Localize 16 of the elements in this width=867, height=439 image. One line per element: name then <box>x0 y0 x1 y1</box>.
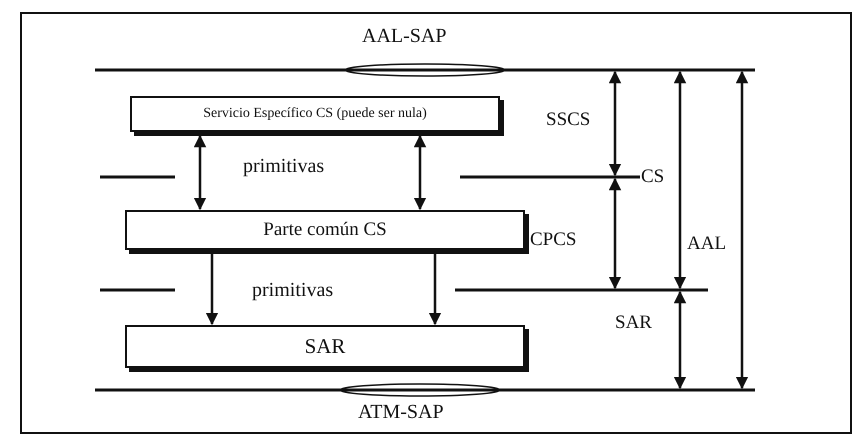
layer-name: Servicio Específico CS (puede ser nula) <box>203 106 427 122</box>
arrow <box>414 134 426 210</box>
sublayer-label: CS <box>641 167 664 186</box>
sublayer-label: SSCS <box>546 110 590 129</box>
layer-name: SAR <box>304 334 346 359</box>
interface-label: AAL-SAP <box>362 26 446 46</box>
arrow <box>194 134 206 210</box>
primitives-label: primitivas <box>243 156 324 176</box>
layer-name: Parte común CS <box>263 219 387 241</box>
sublayer-label: SAR <box>615 313 652 332</box>
sublayer-label: CPCS <box>530 230 576 249</box>
layer-label: AAL <box>687 234 726 253</box>
interface-label: ATM-SAP <box>358 402 444 422</box>
arrow <box>206 254 218 326</box>
arrow <box>428 254 442 326</box>
primitives-label: primitivas <box>252 280 334 300</box>
